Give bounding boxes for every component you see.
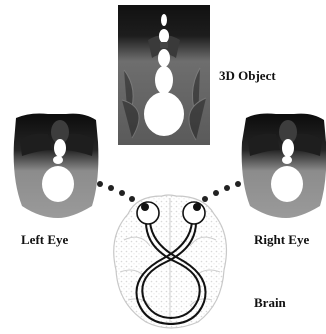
label-3d-object: 3D Object [219,68,276,83]
label-brain: Brain [254,295,287,310]
left-projection-dots [97,181,135,202]
right-projection-dots [202,181,241,202]
right-eye-view-image [242,114,326,219]
label-right-eye: Right Eye [254,232,309,247]
right-eyeball-icon [183,202,205,224]
3d-object-image [118,5,210,145]
left-eye-view-image [14,114,99,219]
label-left-eye: Left Eye [21,232,69,247]
left-eyeball-icon [137,202,159,224]
brain-icon [114,195,227,328]
